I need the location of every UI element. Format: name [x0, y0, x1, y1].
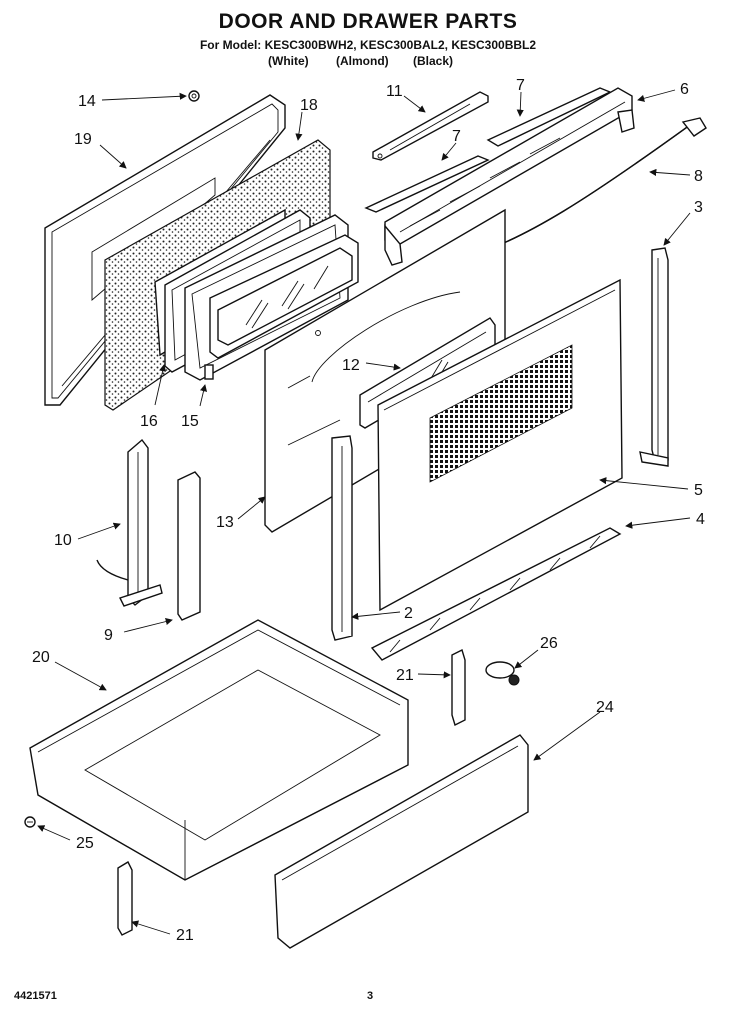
- side-trim-right: [639, 247, 669, 467]
- variant-white: (White): [268, 54, 309, 68]
- leader-lines: [37, 89, 691, 935]
- drawer-roller: [485, 661, 520, 686]
- top-bracket-11: [372, 91, 489, 161]
- callout-19: 19: [74, 131, 92, 148]
- drawer-front-panel: [274, 734, 529, 949]
- callout-numbers: 14 18 19 11 7 7 6 8 3 12 16 15 5 10 13 4…: [32, 77, 705, 944]
- callout-9: 9: [104, 627, 113, 644]
- callout-10: 10: [54, 532, 72, 549]
- callout-16: 16: [140, 413, 158, 430]
- drawer-screw: [24, 816, 36, 828]
- door-top-frame: [384, 87, 635, 266]
- callout-18: 18: [300, 97, 318, 114]
- spacer-7b: [364, 155, 490, 213]
- models-line: For Model: KESC300BWH2, KESC300BAL2, KES…: [199, 38, 537, 52]
- variant-black: (Black): [413, 54, 454, 68]
- page-title: DOOR AND DRAWER PARTS: [218, 10, 518, 33]
- callout-7a: 7: [516, 77, 525, 94]
- doc-number: 4421571: [14, 990, 57, 1002]
- outer-door-front: [377, 278, 623, 612]
- callout-14: 14: [78, 93, 96, 110]
- callout-26: 26: [540, 635, 558, 652]
- side-piece-9: [177, 471, 201, 621]
- inner-window-glass: [204, 247, 353, 380]
- callout-15: 15: [181, 413, 199, 430]
- callout-2: 2: [404, 605, 413, 622]
- callout-21a: 21: [396, 667, 414, 684]
- drawer-bracket-21b: [117, 861, 133, 936]
- door-bottom-bracket: [370, 527, 622, 661]
- callout-21b: 21: [176, 927, 194, 944]
- callout-3: 3: [694, 199, 703, 216]
- callout-6: 6: [680, 81, 689, 98]
- callout-5: 5: [694, 482, 703, 499]
- callout-24: 24: [596, 699, 614, 716]
- callout-13: 13: [216, 514, 234, 531]
- callout-4: 4: [696, 511, 705, 528]
- hinge-bracket-10: [96, 438, 163, 607]
- callout-11: 11: [386, 83, 403, 100]
- drawer-bracket-21a: [451, 649, 466, 726]
- callout-25: 25: [76, 835, 94, 852]
- callout-8: 8: [694, 168, 703, 185]
- callout-12: 12: [342, 357, 360, 374]
- page-number: 3: [367, 990, 374, 1002]
- drawer-body: [29, 619, 409, 881]
- callout-7b: 7: [452, 128, 461, 145]
- side-trim-center: [331, 435, 353, 641]
- variant-almond: (Almond): [336, 54, 389, 68]
- callout-20: 20: [32, 649, 50, 666]
- door-bumper: [188, 90, 200, 102]
